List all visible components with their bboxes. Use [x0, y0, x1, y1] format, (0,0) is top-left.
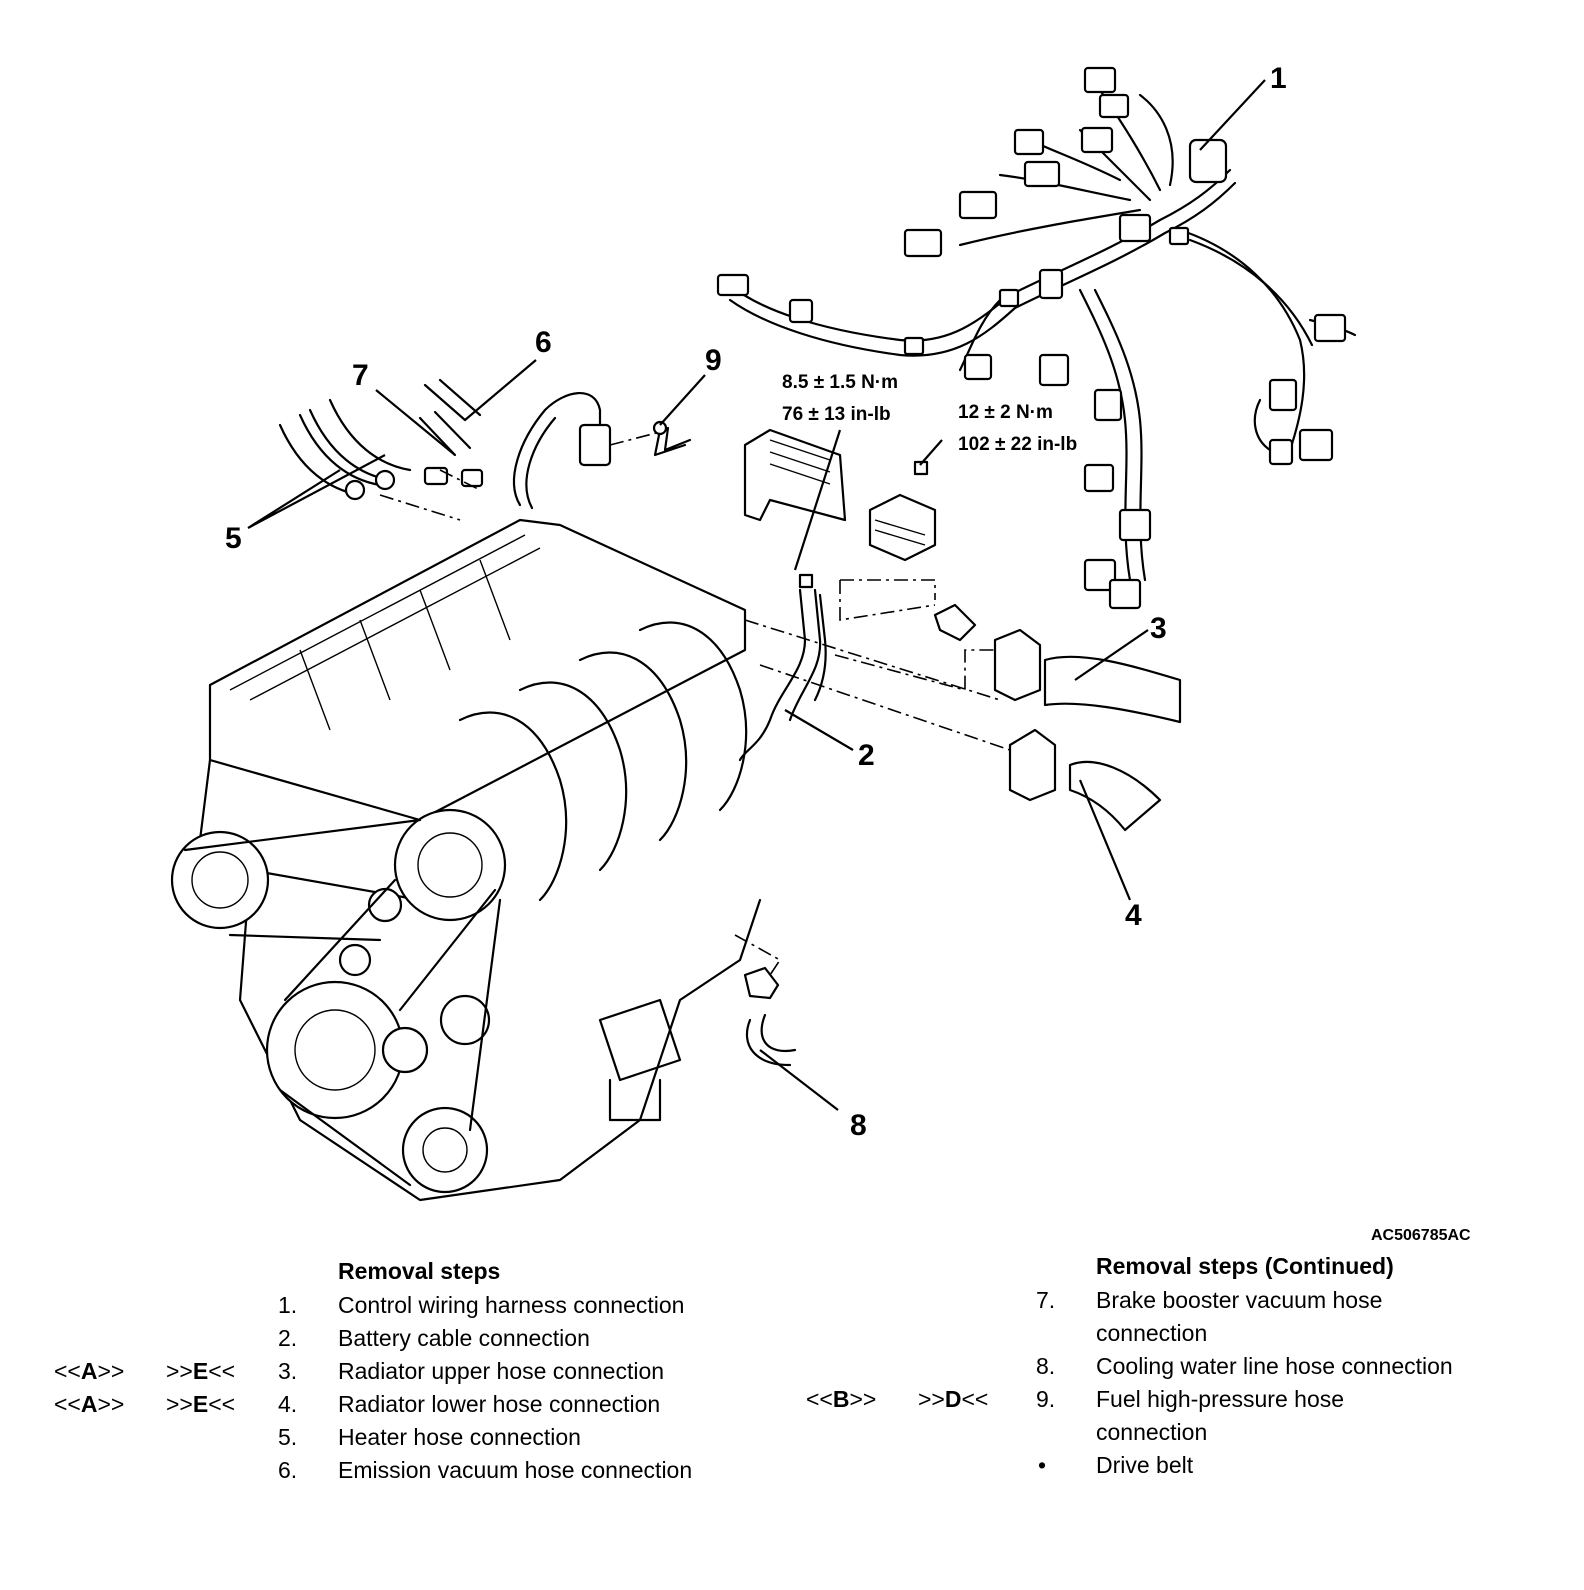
procedure-tag-removal: <<A>> [54, 1391, 125, 1417]
callout-8: 8 [850, 1109, 867, 1142]
engine-diagram: 1 2 3 4 5 6 7 8 9 8.5 ± 1.5 N·m 76 ± 13 … [170, 62, 1471, 1244]
step-text: Heater hose connection [338, 1424, 581, 1450]
step-number: 5. [278, 1424, 298, 1450]
torque-specs: 8.5 ± 1.5 N·m 76 ± 13 in-lb 12 ± 2 N·m 1… [782, 372, 1077, 455]
removal-steps-continued-list: Removal steps (Continued) 7. Brake boost… [790, 1250, 1580, 1510]
torque-1-inlb: 76 ± 13 in-lb [782, 404, 891, 425]
step-number: 6. [278, 1457, 298, 1483]
torque-1-nm: 8.5 ± 1.5 N·m [782, 372, 898, 393]
bullet-icon: • [1038, 1452, 1047, 1478]
step-number: 1. [278, 1292, 298, 1318]
step-number: 7. [1036, 1287, 1056, 1313]
step-text: Drive belt [1096, 1452, 1194, 1478]
removal-steps-heading: Removal steps [338, 1258, 501, 1284]
step-number: 2. [278, 1325, 298, 1351]
figure-id: AC506785AC [1371, 1227, 1471, 1244]
removal-steps-list: Removal steps 1. Control wiring harness … [0, 1255, 790, 1505]
step-text: Fuel high-pressure hose [1096, 1386, 1345, 1412]
step-text: Battery cable connection [338, 1325, 590, 1351]
step-text: Cooling water line hose connection [1096, 1353, 1453, 1379]
step-number: 3. [278, 1358, 298, 1384]
callout-7: 7 [352, 359, 369, 392]
step-number: 4. [278, 1391, 298, 1417]
callout-3: 3 [1150, 612, 1167, 645]
step-text: connection [1096, 1419, 1208, 1445]
step-text: connection [1096, 1320, 1208, 1346]
step-number: 9. [1036, 1386, 1056, 1412]
step-text: Radiator upper hose connection [338, 1358, 665, 1384]
torque-2-inlb: 102 ± 22 in-lb [958, 434, 1077, 455]
torque-2-nm: 12 ± 2 N·m [958, 402, 1053, 423]
engine-block [170, 518, 762, 1202]
callout-numbers: 1 2 3 4 5 6 7 8 9 [225, 62, 1287, 1142]
procedure-tag-removal: <<A>> [54, 1358, 125, 1384]
hoses [278, 378, 1182, 1067]
removal-steps-continued-heading: Removal steps (Continued) [1096, 1253, 1394, 1279]
callout-1: 1 [1270, 62, 1287, 95]
procedure-tag-installation: >>E<< [166, 1358, 236, 1384]
ecu-bracket [743, 428, 977, 642]
step-text: Control wiring harness connection [338, 1292, 685, 1318]
callout-2: 2 [858, 739, 875, 772]
procedure-tag-installation: >>E<< [166, 1391, 236, 1417]
step-text: Radiator lower hose connection [338, 1391, 661, 1417]
leader-lines [247, 79, 1266, 1111]
procedure-tag-removal: <<B>> [806, 1386, 877, 1412]
step-number: 8. [1036, 1353, 1056, 1379]
callout-5: 5 [225, 522, 242, 555]
callout-9: 9 [705, 344, 722, 377]
callout-4: 4 [1125, 899, 1142, 932]
step-text: Emission vacuum hose connection [338, 1457, 693, 1483]
wiring-harness [716, 66, 1357, 610]
callout-6: 6 [535, 326, 552, 359]
procedure-tag-installation: >>D<< [918, 1386, 989, 1412]
step-text: Brake booster vacuum hose [1096, 1287, 1383, 1313]
